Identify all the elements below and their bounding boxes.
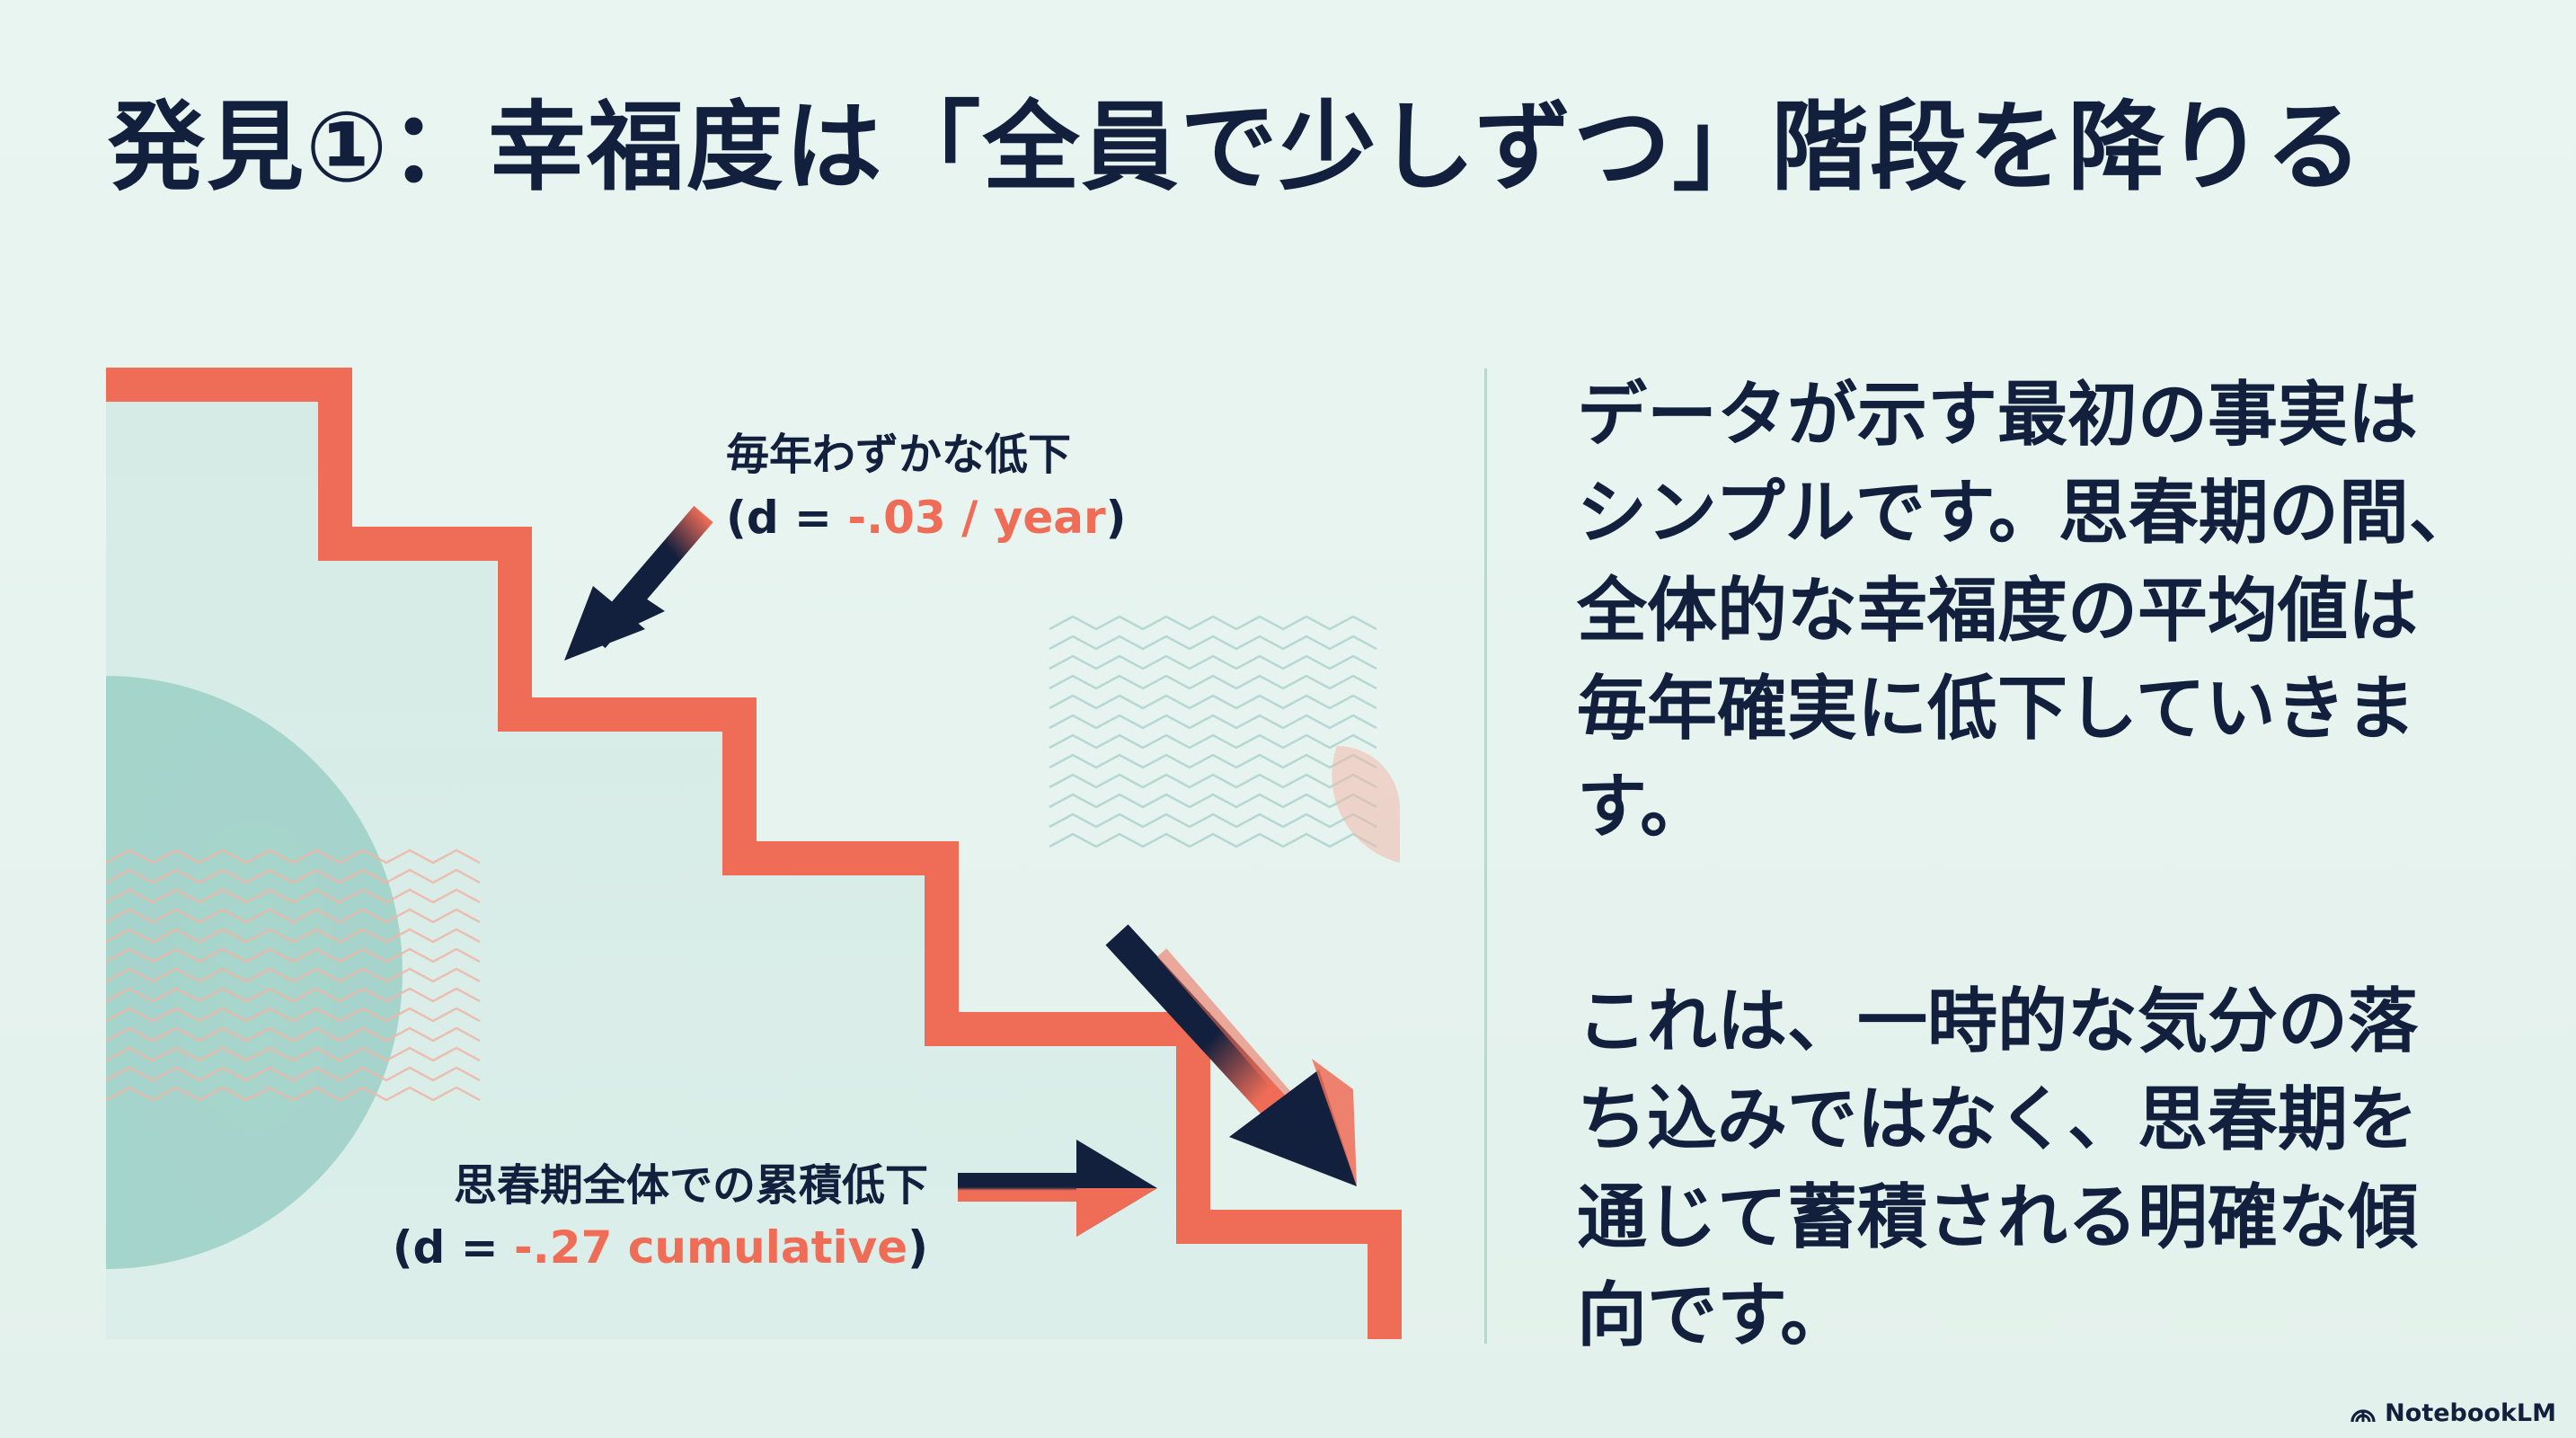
brand-watermark: NotebookLM [2350, 1399, 2556, 1427]
cumulative-decline-value: (d = -.27 cumulative) [393, 1221, 928, 1274]
annual-decline-label: 毎年わずかな低下 [726, 430, 1071, 480]
teal-semicircle [106, 676, 403, 1269]
annual-decline-value: (d = -.03 / year) [726, 492, 1127, 544]
notebooklm-logo-icon [2350, 1408, 2376, 1422]
paragraph-1: データが示す最初の事実はシンプルです。思春期の間、全体的な幸福度の平均値は毎年確… [1577, 375, 2479, 848]
paragraph-2: これは、一時的な気分の落ち込みではなく、思春期を通じて蓄積される明確な傾向です。 [1577, 981, 2419, 1356]
explanation-text: データが示す最初の事実はシンプルです。思春期の間、全体的な幸福度の平均値は毎年確… [1577, 367, 2484, 1365]
staircase-line [106, 368, 1402, 1339]
vertical-divider [1484, 368, 1487, 1344]
annual-decline-arrow [564, 505, 713, 661]
cumulative-decline-label: 思春期全体での累積低下 [454, 1160, 928, 1211]
zigzag-pattern-right [1049, 615, 1377, 848]
staircase-diagram: 毎年わずかな低下 (d = -.03 / year) 思春期全体での累積低下 (… [106, 368, 1402, 1339]
slide-title: 発見①：幸福度は「全員で少しずつ」階段を降りる [108, 92, 2365, 204]
cumulative-pointer-arrow [958, 1140, 1157, 1237]
zigzag-pattern-left [106, 848, 481, 1102]
coral-glow [1332, 746, 1400, 863]
cumulative-decline-arrow [1105, 924, 1357, 1186]
brand-name: NotebookLM [2385, 1399, 2556, 1427]
